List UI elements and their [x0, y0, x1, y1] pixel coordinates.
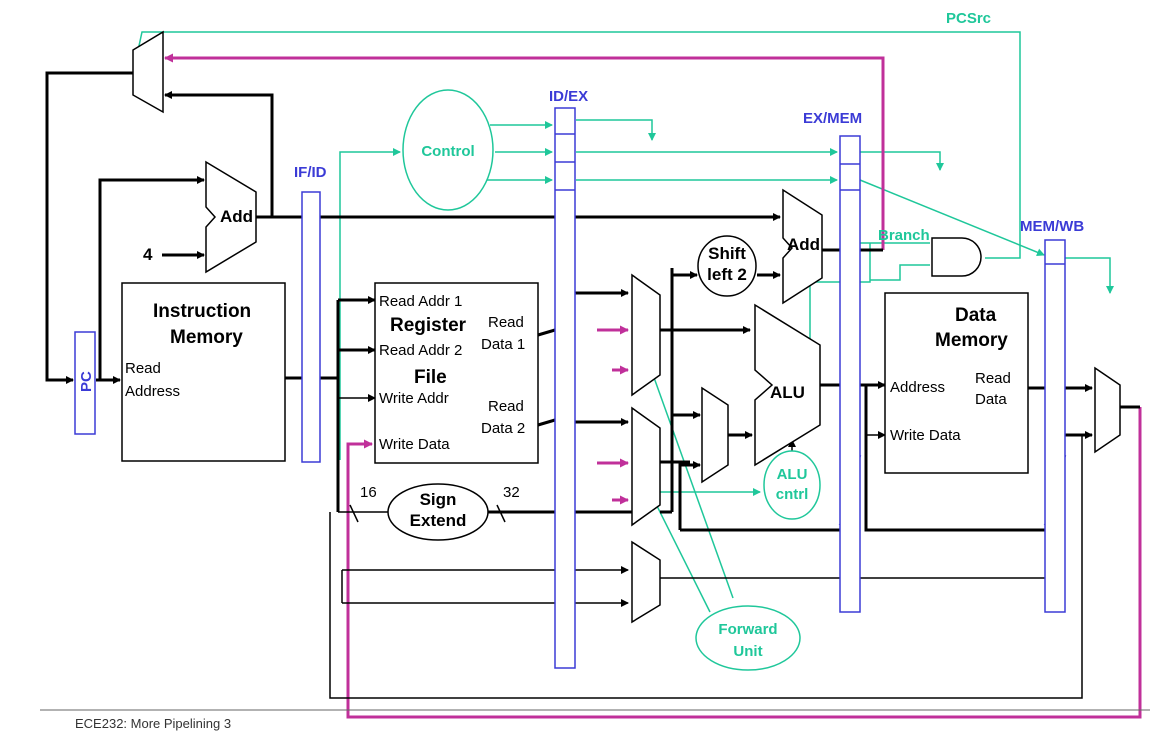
bit-width-16: 16 [360, 484, 377, 501]
data-memory-title-1: Data [955, 305, 997, 326]
instruction-memory-address: Address [125, 383, 180, 400]
register-file [374, 282, 539, 464]
forward-mux-a [631, 273, 661, 397]
instruction-memory [121, 282, 286, 462]
control-unit [402, 89, 494, 211]
rf-file-title: File [414, 367, 447, 388]
pc-mux [132, 30, 164, 114]
data-memory [884, 292, 1029, 474]
pcsrc-label: PCSrc [946, 10, 991, 27]
id-ex-label: ID/EX [549, 88, 588, 105]
rf-write-addr: Write Addr [379, 390, 449, 407]
pipeline-register-id-ex [554, 107, 576, 669]
branch-adder [782, 188, 823, 305]
rf-data-2: Data 2 [481, 420, 525, 437]
pc-register [74, 331, 96, 435]
data-memory-title-2: Memory [935, 330, 1008, 351]
alu [754, 303, 821, 467]
write-register-mux [631, 540, 661, 624]
instruction-memory-title-2: Memory [170, 327, 243, 348]
sign-extend-label-1: Sign [420, 490, 457, 509]
rf-read-2: Read [488, 398, 524, 415]
pc-adder [205, 160, 257, 274]
pipeline-register-ex-mem [839, 135, 861, 613]
alu-control-label-2: cntrl [776, 486, 809, 503]
data-memory-address: Address [890, 379, 945, 396]
shift-left-2 [697, 235, 757, 297]
forward-unit-label-2: Unit [733, 643, 762, 660]
writeback-mux [1094, 366, 1121, 454]
ex-mem-label: EX/MEM [803, 110, 862, 127]
forward-unit-label-1: Forward [718, 621, 777, 638]
instruction-memory-read: Read [125, 360, 161, 377]
constant-four: 4 [143, 245, 153, 264]
branch-and-gate [931, 237, 982, 277]
footer-text: ECE232: More Pipelining 3 [75, 716, 231, 731]
branch-label: Branch [878, 227, 930, 244]
pc-adder-label: Add [220, 207, 253, 226]
shift-label-2: left 2 [707, 265, 747, 284]
rf-register-title: Register [390, 315, 467, 336]
control-label: Control [421, 143, 474, 160]
data-memory-data: Data [975, 391, 1007, 408]
forward-mux-b [631, 406, 661, 527]
branch-adder-label: Add [787, 235, 820, 254]
bit-width-32: 32 [503, 484, 520, 501]
alu-src-mux [701, 386, 729, 484]
forwarding-wiring [164, 53, 1142, 719]
pipeline-register-if-id [301, 191, 321, 463]
sign-extend [387, 483, 489, 541]
alu-control-label-1: ALU [777, 466, 808, 483]
sign-extend-label-2: Extend [410, 511, 467, 530]
alu-control [763, 450, 821, 520]
alu-label: ALU [770, 383, 805, 402]
shift-label-1: Shift [708, 244, 746, 263]
data-memory-write-data: Write Data [890, 427, 961, 444]
instruction-memory-title-1: Instruction [153, 301, 251, 322]
mem-wb-label: MEM/WB [1020, 218, 1084, 235]
rf-read-addr-2: Read Addr 2 [379, 342, 462, 359]
rf-read-1: Read [488, 314, 524, 331]
pc-label: PC [78, 371, 95, 392]
control-wiring [136, 31, 1114, 613]
rf-write-data: Write Data [379, 436, 450, 453]
if-id-label: IF/ID [294, 164, 327, 181]
forward-unit [695, 605, 801, 671]
rf-data-1: Data 1 [481, 336, 525, 353]
pipeline-register-mem-wb [1044, 239, 1066, 613]
rf-read-addr-1: Read Addr 1 [379, 293, 462, 310]
data-memory-read: Read [975, 370, 1011, 387]
